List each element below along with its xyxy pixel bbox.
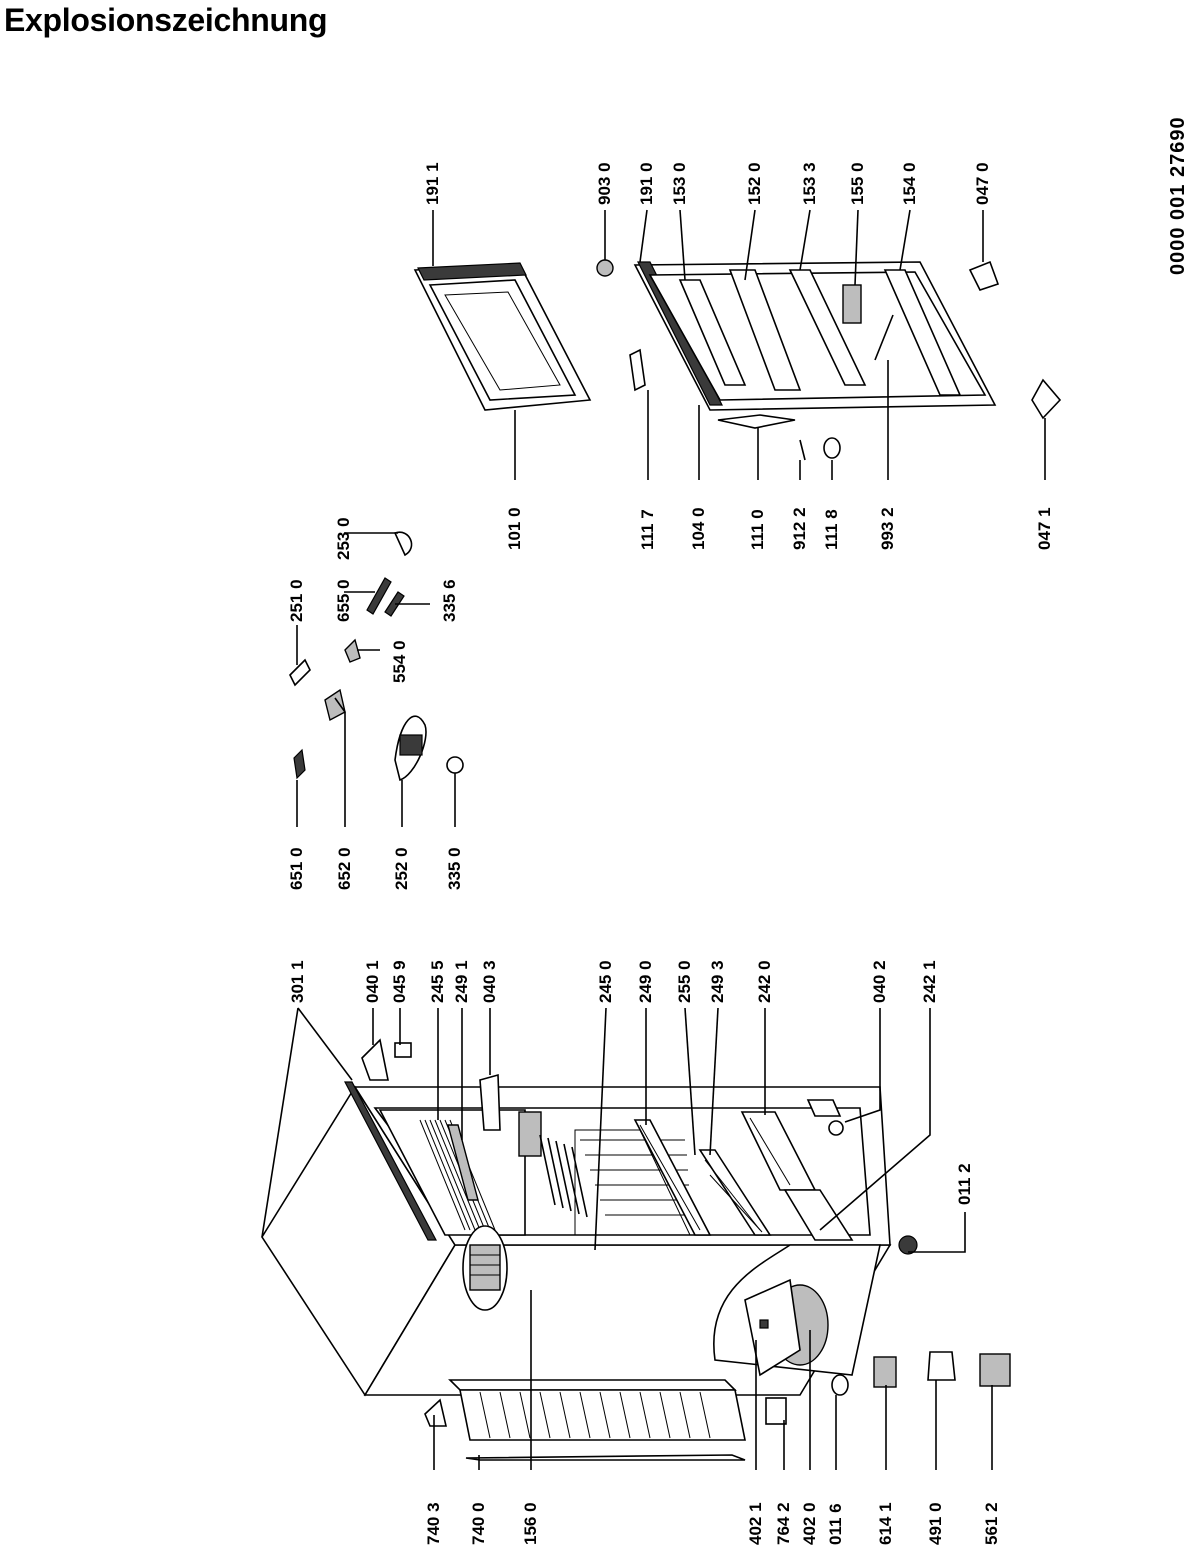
bottom-hinge — [806, 1099, 842, 1117]
label-111-8: 111 8 — [822, 509, 841, 550]
cover-plate — [927, 1351, 956, 1381]
lamp-socket — [344, 638, 361, 663]
glass-shelf — [633, 1119, 712, 1236]
label-651-0: 651 0 — [287, 847, 306, 890]
freezer-grill — [419, 1119, 496, 1231]
label-191-0: 191 0 — [637, 162, 656, 205]
label-245-5: 245 5 — [428, 960, 447, 1003]
label-101-0: 101 0 — [505, 507, 524, 550]
cap — [823, 437, 841, 459]
label-155-0: 155 0 — [848, 162, 867, 205]
lamp-holder — [873, 1356, 897, 1388]
knob-shaft — [293, 748, 306, 780]
label-191-1: 191 1 — [423, 162, 442, 205]
door-stop — [596, 259, 614, 277]
door-shelf-2 — [788, 269, 867, 386]
thermostat-housing — [518, 1111, 542, 1157]
label-301-1: 301 1 — [288, 960, 307, 1003]
control-knob — [446, 756, 464, 774]
label-614-1: 614 1 — [876, 1502, 895, 1545]
label-249-0: 249 0 — [636, 960, 655, 1003]
hinge-plate — [479, 1073, 501, 1131]
thermostat — [324, 688, 346, 722]
label-104-0: 104 0 — [689, 507, 708, 550]
label-152-0: 152 0 — [745, 162, 764, 205]
label-156-0: 156 0 — [521, 1502, 540, 1545]
page-title: Explosionszeichnung — [4, 2, 328, 38]
label-154-0: 154 0 — [900, 162, 919, 205]
door-shelf-bottom — [883, 269, 962, 396]
rear-condenser — [448, 1379, 746, 1441]
connector-block — [979, 1353, 1011, 1387]
label-993-2: 993 2 — [878, 507, 897, 550]
label-047-1: 047 1 — [1035, 507, 1054, 550]
bottom-foot — [828, 1120, 844, 1136]
hinge-pin — [394, 1042, 412, 1058]
wire-shelf-upper — [574, 1129, 691, 1236]
label-040-1: 040 1 — [363, 960, 382, 1003]
label-242-0: 242 0 — [755, 960, 774, 1003]
label-554-0: 554 0 — [390, 640, 409, 683]
cabinet — [261, 1038, 1011, 1461]
label-251-0: 251 0 — [287, 579, 306, 622]
adjustable-foot — [1031, 378, 1062, 420]
upper-hinge-bracket — [968, 260, 1000, 291]
label-491-0: 491 0 — [926, 1502, 945, 1545]
label-740-3: 740 3 — [424, 1502, 443, 1545]
lamp-cover — [289, 658, 311, 687]
label-011-2: 011 2 — [955, 1163, 974, 1205]
light-bulb — [393, 531, 413, 557]
label-652-0: 652 0 — [335, 847, 354, 890]
top-strip — [344, 1081, 437, 1241]
label-740-0: 740 0 — [469, 1502, 488, 1545]
label-335-6: 335 6 — [440, 579, 459, 622]
label-040-3: 040 3 — [480, 960, 499, 1003]
label-912-2: 912 2 — [790, 507, 809, 550]
label-111-7: 111 7 — [638, 509, 657, 550]
label-045-9: 045 9 — [390, 960, 409, 1003]
freezer-compartment — [378, 1109, 526, 1236]
label-561-2: 561 2 — [982, 1502, 1001, 1545]
label-249-3: 249 3 — [708, 960, 727, 1003]
cable-clip — [765, 1397, 787, 1425]
main-door — [633, 261, 997, 429]
label-153-0: 153 0 — [670, 162, 689, 205]
label-249-1: 249 1 — [452, 960, 471, 1003]
label-253-0: 253 0 — [334, 517, 353, 560]
label-242-1: 242 1 — [920, 960, 939, 1003]
control-parts — [289, 531, 464, 782]
back-wall-ribs — [539, 1134, 588, 1218]
door-hinge-plate — [717, 414, 796, 429]
label-335-0: 335 0 — [445, 847, 464, 890]
freezer-door — [413, 262, 592, 411]
crisper-lower — [783, 1189, 854, 1241]
label-153-3: 153 3 — [800, 162, 819, 205]
relay-box — [744, 1278, 801, 1377]
label-252-0: 252 0 — [392, 847, 411, 890]
spacer — [424, 1398, 448, 1427]
leader-lines — [261, 209, 1046, 1470]
label-402-0: 402 0 — [800, 1502, 819, 1545]
label-764-2: 764 2 — [774, 1502, 793, 1545]
label-402-1: 402 1 — [746, 1502, 765, 1545]
vent-grille — [462, 1225, 508, 1311]
label-255-0: 255 0 — [675, 960, 694, 1003]
top-hinge — [361, 1038, 389, 1081]
label-245-0: 245 0 — [596, 960, 615, 1003]
egg-tray — [842, 284, 862, 324]
label-655-0: 655 0 — [334, 579, 353, 622]
drain-plug — [898, 1235, 918, 1255]
label-011-6: 011 6 — [826, 1503, 845, 1545]
door-shelf-top — [678, 279, 747, 386]
label-903-0: 903 0 — [595, 162, 614, 205]
door-handle — [629, 348, 646, 392]
label-047-0: 047 0 — [973, 162, 992, 205]
switch-rod — [366, 577, 392, 615]
label-040-2: 040 2 — [870, 960, 889, 1003]
label-111-0: 111 0 — [748, 509, 767, 550]
rubber-foot — [831, 1374, 849, 1396]
condenser-bracket — [465, 1454, 746, 1461]
switch — [384, 591, 405, 617]
